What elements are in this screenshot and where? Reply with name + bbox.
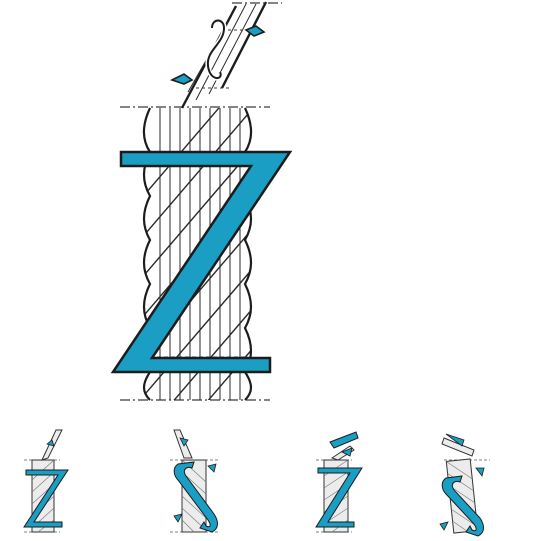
thumbnail-s-twist <box>148 428 238 538</box>
thumbnail-s-twist-tilted <box>420 428 510 538</box>
s-twist-rope-tilted-thumbnail-icon <box>439 433 490 537</box>
z-letter-shape <box>110 150 293 374</box>
z-twist-rope-tilted-thumbnail-icon <box>315 431 363 533</box>
thumbnail-z-twist <box>0 428 90 538</box>
z-twist-rope-thumbnail-icon <box>23 429 69 533</box>
z-twist-rope-icon <box>110 0 293 401</box>
z-twist-rope-diagram <box>110 0 293 401</box>
thumbnail-z-twist-tilted <box>292 428 382 538</box>
upper-rope-segment <box>169 0 282 109</box>
s-twist-rope-thumbnail-icon <box>170 429 218 533</box>
